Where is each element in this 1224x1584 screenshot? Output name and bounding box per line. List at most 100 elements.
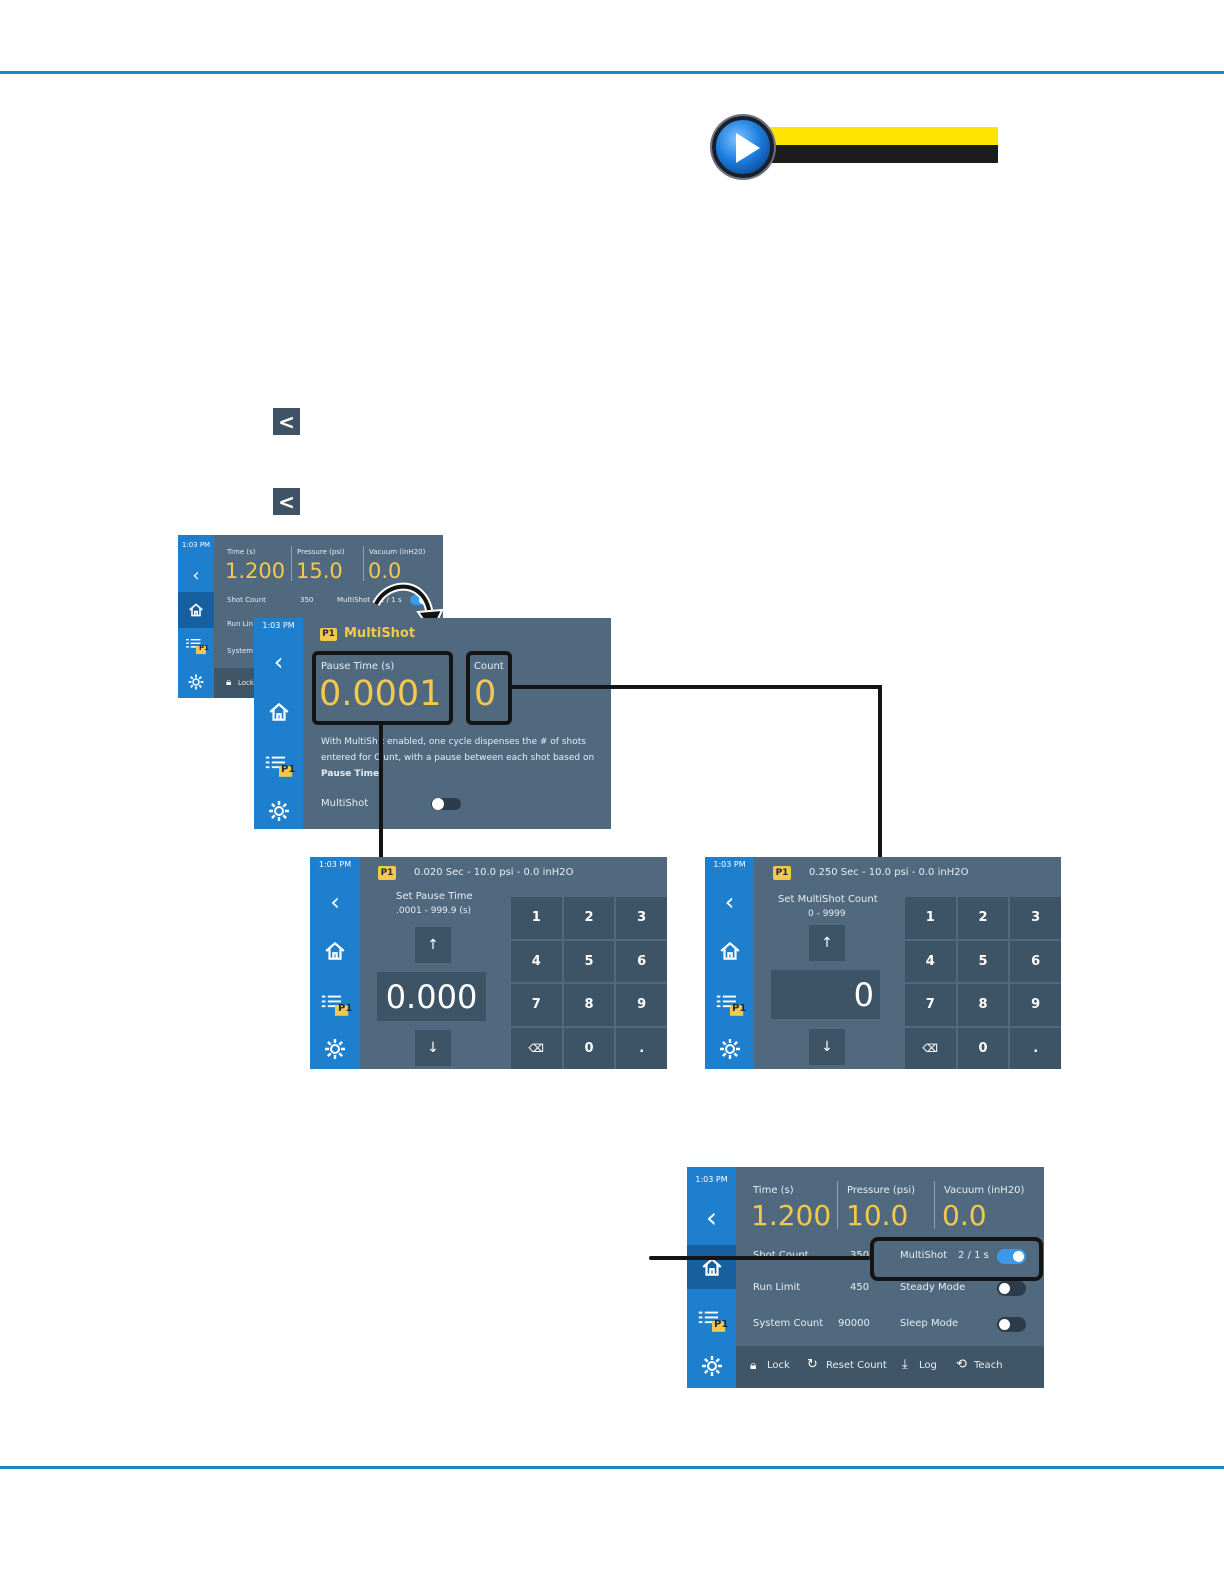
vacuum-value[interactable]: 0.0 <box>368 559 402 583</box>
key-6[interactable]: 6 <box>616 940 667 982</box>
time-value[interactable]: 1.200 <box>751 1199 832 1232</box>
description-line-1: With MultiSh t enabled, one cycle dispen… <box>321 737 586 747</box>
clock: 1:03 PM <box>318 860 352 869</box>
back-button[interactable]: ‹ <box>687 1197 736 1237</box>
bottom-rule <box>0 1466 1224 1469</box>
key-9[interactable]: 9 <box>616 984 667 1026</box>
lock-button[interactable]: Lock <box>767 1360 790 1371</box>
settings-button[interactable] <box>310 1031 360 1067</box>
decrement-button[interactable]: ↓ <box>809 1029 845 1065</box>
multishot-toggle[interactable] <box>997 1249 1026 1264</box>
pause-time-value[interactable]: 0.0001 <box>319 674 442 714</box>
sleep-mode-label: Sleep Mode <box>900 1318 959 1329</box>
key-0[interactable]: 0 <box>563 1027 615 1069</box>
home-icon <box>189 603 203 617</box>
key-2[interactable]: 2 <box>563 897 615 939</box>
key-0[interactable]: 0 <box>957 1027 1009 1069</box>
pressure-label: Pressure (psi) <box>297 548 345 556</box>
increment-button[interactable]: ↑ <box>415 927 451 963</box>
key-4[interactable]: 4 <box>905 940 956 982</box>
key-5[interactable]: 5 <box>957 940 1009 982</box>
sidebar: 1:03 PM ‹ P1 <box>705 857 754 1069</box>
key-4[interactable]: 4 <box>511 940 562 982</box>
connector-count-h <box>512 685 882 689</box>
back-button-icon-1: < <box>273 408 300 435</box>
program-button[interactable]: P1 <box>687 1303 736 1339</box>
home-button[interactable] <box>254 694 303 730</box>
backspace-icon[interactable]: ⌫ <box>905 1027 956 1069</box>
multishot-value[interactable]: 2 / 1 s <box>380 596 402 604</box>
home-button[interactable] <box>705 933 754 969</box>
key-1[interactable]: 1 <box>511 897 562 939</box>
pressure-value[interactable]: 15.0 <box>296 559 343 583</box>
video-banner-yellow[interactable] <box>740 127 998 145</box>
program-button[interactable]: P1 <box>254 748 303 784</box>
multishot-highlight <box>870 1237 1043 1281</box>
pressure-value[interactable]: 10.0 <box>846 1199 909 1232</box>
teach-button[interactable]: Teach <box>974 1360 1003 1371</box>
pause-time-highlight <box>312 651 453 725</box>
increment-button[interactable]: ↑ <box>809 925 845 961</box>
sidebar: 1:03 PM ‹ P1 <box>310 857 360 1069</box>
program-button[interactable]: P1 <box>705 987 754 1023</box>
play-icon <box>736 133 760 163</box>
back-chevron-icon: ‹ <box>273 648 284 676</box>
vacuum-label: Vacuum (inH20) <box>369 548 426 556</box>
key-decimal[interactable]: . <box>616 1027 667 1069</box>
log-button[interactable]: Log <box>919 1360 937 1371</box>
system-count-label: System Count <box>753 1318 824 1329</box>
vacuum-value[interactable]: 0.0 <box>942 1199 987 1232</box>
connector-count-v <box>878 685 882 858</box>
p1-badge: P1 <box>378 866 396 880</box>
key-9[interactable]: 9 <box>1010 984 1061 1026</box>
home-button[interactable] <box>687 1245 736 1289</box>
program-list-icon <box>186 638 206 655</box>
back-button[interactable]: ‹ <box>254 644 303 680</box>
system-count-value: 90000 <box>838 1318 870 1329</box>
key-8[interactable]: 8 <box>563 984 615 1026</box>
key-decimal[interactable]: . <box>1010 1027 1061 1069</box>
range-label: .0001 - 999.9 (s) <box>396 906 472 916</box>
key-5[interactable]: 5 <box>563 940 615 982</box>
count-label: Count <box>474 661 504 672</box>
steady-mode-toggle[interactable] <box>997 1281 1026 1296</box>
lock-icon: 🔒︎ <box>750 1358 757 1372</box>
program-button[interactable]: P1 <box>310 987 360 1023</box>
settings-button[interactable] <box>254 793 303 829</box>
lock-label[interactable]: Lock <box>238 679 254 687</box>
back-button[interactable]: ‹ <box>178 559 214 591</box>
key-8[interactable]: 8 <box>957 984 1009 1026</box>
settings-button[interactable] <box>705 1031 754 1067</box>
key-2[interactable]: 2 <box>957 897 1009 939</box>
sleep-mode-toggle[interactable] <box>997 1317 1026 1332</box>
key-3[interactable]: 3 <box>616 897 667 939</box>
pause-time-entry[interactable]: 0.000 <box>377 972 486 1021</box>
backspace-icon[interactable]: ⌫ <box>511 1027 562 1069</box>
settings-button[interactable] <box>178 667 214 697</box>
home-button[interactable] <box>310 933 360 969</box>
key-7[interactable]: 7 <box>905 984 956 1026</box>
back-chevron-icon: ‹ <box>705 1200 718 1234</box>
lock-icon: 🔒︎ <box>226 677 232 688</box>
back-button[interactable]: ‹ <box>310 884 360 920</box>
home-button[interactable] <box>178 592 214 628</box>
video-banner-black[interactable] <box>740 145 998 163</box>
program-button[interactable]: P1 <box>178 631 214 661</box>
p1-label: P1 <box>281 764 296 775</box>
back-button[interactable]: ‹ <box>705 884 754 920</box>
settings-button[interactable] <box>687 1347 736 1385</box>
count-entry[interactable]: 0 <box>771 970 880 1019</box>
play-button[interactable] <box>712 116 774 178</box>
time-value[interactable]: 1.200 <box>225 559 286 583</box>
multishot-label: MultiShot <box>337 596 371 604</box>
key-7[interactable]: 7 <box>511 984 562 1026</box>
reset-count-button[interactable]: Reset Count <box>826 1360 887 1371</box>
key-6[interactable]: 6 <box>1010 940 1061 982</box>
key-1[interactable]: 1 <box>905 897 956 939</box>
run-limit-value[interactable]: 450 <box>850 1282 870 1293</box>
multishot-toggle[interactable] <box>431 798 461 810</box>
count-value[interactable]: 0 <box>474 674 497 714</box>
key-3[interactable]: 3 <box>1010 897 1061 939</box>
decrement-button[interactable]: ↓ <box>415 1030 451 1066</box>
multishot-value[interactable]: 2 / 1 s <box>958 1250 989 1261</box>
